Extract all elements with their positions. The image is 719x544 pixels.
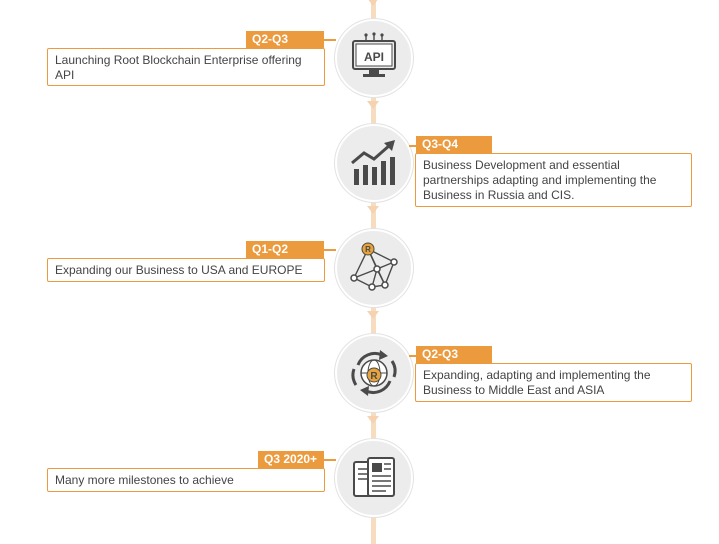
milestone-period: Q3-Q4 2019 (416, 136, 492, 168)
connector (324, 249, 336, 251)
milestone-node-5 (335, 439, 413, 517)
milestone-description: Business Development and essential partn… (415, 153, 692, 207)
connector (409, 355, 417, 357)
coin-label: R (365, 245, 371, 254)
timeline-arrow (367, 311, 379, 319)
connector (324, 459, 336, 461)
timeline-arrow (367, 206, 379, 214)
api-monitor-icon: API (352, 32, 396, 77)
milestone-node-3: R (335, 229, 413, 307)
timeline-arrow (367, 416, 379, 424)
network-icon: R (350, 242, 398, 291)
milestone-period: Q2-Q3 2019 (246, 31, 324, 63)
milestone-description: Many more milestones to achieve (47, 468, 325, 492)
milestone-node-1: API (335, 19, 413, 97)
milestone-description: Expanding, adapting and implementing the… (415, 363, 692, 402)
global-exchange-icon: R (351, 350, 397, 396)
coin-label: R (370, 371, 378, 382)
timeline-arrow (367, 101, 379, 109)
api-label: API (364, 50, 384, 64)
milestone-node-2 (335, 124, 413, 202)
connector (324, 39, 336, 41)
timeline-arrow (367, 0, 379, 6)
milestone-period: Q2-Q3 2020 (416, 346, 492, 378)
growth-chart-icon (351, 140, 395, 185)
milestone-period: Q1-Q2 2020 (246, 241, 324, 273)
milestone-period: Q3 2020+ (258, 451, 324, 468)
connector (409, 145, 417, 147)
milestone-description: Launching Root Blockchain Enterprise off… (47, 48, 325, 86)
milestone-description: Expanding our Business to USA and EUROPE (47, 258, 325, 282)
documents-icon (353, 457, 395, 497)
milestone-node-4: R (335, 334, 413, 412)
